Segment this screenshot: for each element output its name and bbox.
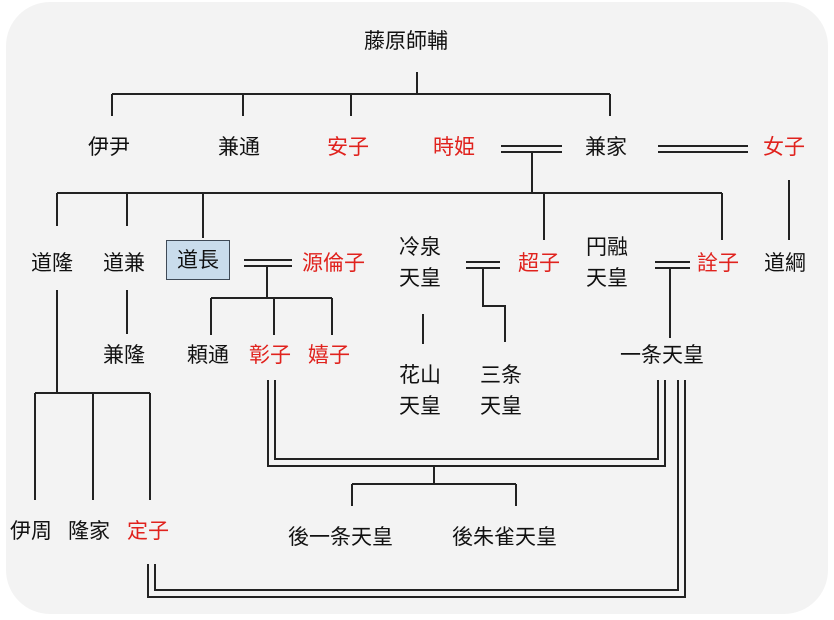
person-korechika: 伊周 <box>10 519 52 543</box>
person-senshi: 詮子 <box>697 251 739 275</box>
person-anshi: 安子 <box>327 135 369 159</box>
person-kanetaka: 兼隆 <box>103 343 145 367</box>
person-enyu: 円融天皇 <box>586 235 628 290</box>
person-rinshi: 源倫子 <box>302 251 365 275</box>
person-tokihime: 時姫 <box>433 135 475 159</box>
marriage-tokihime-kaneie <box>501 145 562 153</box>
marriage-reizei-choshi <box>466 261 500 269</box>
line-moroske-children <box>111 72 611 116</box>
person-kazan: 花山天皇 <box>399 363 441 418</box>
marriage-kaneie-joshi <box>658 145 748 153</box>
person-takaie: 隆家 <box>68 519 110 543</box>
person-yorimichi: 頼通 <box>187 343 229 367</box>
marriage-shoshi-ichijo <box>267 380 666 467</box>
line-michitaka-children <box>34 290 151 500</box>
marriage-michinaga-rinshi <box>244 259 292 267</box>
person-shoshi: 彰子 <box>249 343 291 367</box>
person-michikane: 道兼 <box>103 251 145 275</box>
person-moroske: 藤原師輔 <box>364 29 448 53</box>
person-kanemichi: 兼通 <box>218 135 260 159</box>
line-kaneie-children <box>56 152 723 240</box>
line-shoshi-children <box>351 466 517 506</box>
person-goichijo: 後一条天皇 <box>288 525 393 549</box>
person-teishi: 定子 <box>127 519 169 543</box>
person-choshi: 超子 <box>518 251 560 275</box>
person-kishi: 嬉子 <box>308 343 350 367</box>
diagram-background <box>6 2 828 614</box>
person-ichijo: 一条天皇 <box>620 343 704 367</box>
person-koretada: 伊尹 <box>88 135 130 159</box>
line-reizei-sanjo <box>482 268 506 342</box>
marriage-teishi-ichijo <box>147 380 686 598</box>
person-michitsuna: 道綱 <box>764 251 806 275</box>
person-sanjo: 三条天皇 <box>480 363 522 418</box>
person-reizei: 冷泉天皇 <box>399 235 441 290</box>
person-michinaga: 道長 <box>166 240 230 280</box>
person-kaneie: 兼家 <box>585 135 627 159</box>
person-gosuzaku: 後朱雀天皇 <box>452 525 557 549</box>
line-michinaga-children <box>210 266 333 335</box>
person-michitaka: 道隆 <box>31 251 73 275</box>
marriage-enyu-senshi <box>655 261 690 269</box>
person-joshi: 女子 <box>763 135 805 159</box>
